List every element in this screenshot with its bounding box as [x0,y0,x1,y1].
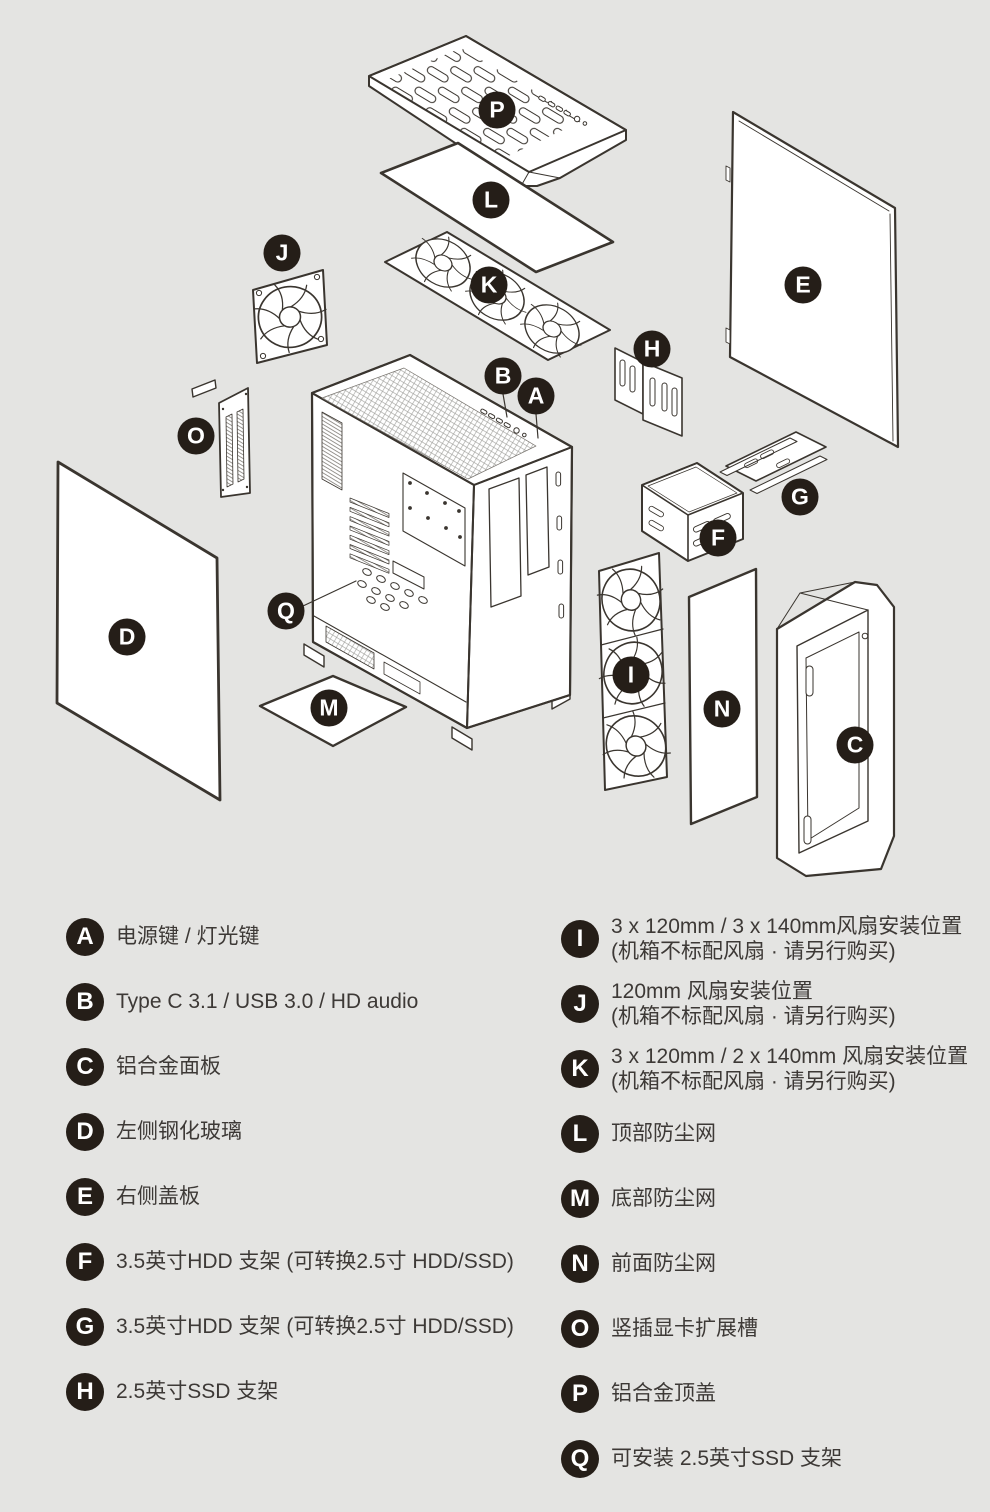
legend-item-P: P 铝合金顶盖 [561,1361,968,1426]
part-badge-O: O [177,417,215,455]
part-badge-D: D [108,618,146,656]
part-badge-L: L [472,181,510,219]
part-badge-M: M [310,689,348,727]
part-badge-H: H [633,330,671,368]
part-badge-N: N [703,690,741,728]
legend-label-J: 120mm 风扇安装位置(机箱不标配风扇 · 请另行购买) [611,979,896,1028]
legend-label-N: 前面防尘网 [611,1252,716,1275]
legend-column-left: A 电源键 / 灯光键 B Type C 3.1 / USB 3.0 / HD aud… [66,904,514,1424]
part-badge-F: F [699,519,737,557]
legend-label-C: 铝合金面板 [116,1055,221,1078]
part-badge-I: I [612,656,650,694]
legend-label-B: Type C 3.1 / USB 3.0 / HD audio [116,990,419,1013]
legend-label-L: 顶部防尘网 [611,1122,716,1145]
legend-badge-D: D [66,1112,104,1151]
part-badge-K: K [470,266,508,304]
legend-label-Q: 可安装 2.5英寸SSD 支架 [611,1447,843,1470]
legend-item-I: I 3 x 120mm / 3 x 140mm风扇安装位置(机箱不标配风扇 · 请… [561,906,968,971]
legend-item-J: J 120mm 风扇安装位置(机箱不标配风扇 · 请另行购买) [561,971,968,1036]
legend-item-E: E 右侧盖板 [66,1164,514,1229]
part-fan-120mm [249,269,334,364]
legend-item-Q: Q 可安装 2.5英寸SSD 支架 [561,1426,968,1491]
legend-column-right: I 3 x 120mm / 3 x 140mm风扇安装位置(机箱不标配风扇 · 请… [561,906,968,1491]
leader-lines [302,393,539,607]
legend-badge-A: A [66,917,104,956]
legend-label-M: 底部防尘网 [611,1187,716,1210]
legend-label-G: 3.5英寸HDD 支架 (可转换2.5寸 HDD/SSD) [116,1315,514,1338]
legend-badge-L: L [561,1114,599,1153]
legend-label-P: 铝合金顶盖 [611,1382,716,1405]
legend-label-A: 电源键 / 灯光键 [116,925,260,948]
part-hdd-tray [719,431,828,494]
part-front-panel [775,580,896,878]
legend-badge-I: I [561,919,599,958]
io-ports-row [480,408,527,438]
part-badge-B: B [484,357,522,395]
part-badge-E: E [784,266,822,304]
part-badge-A: A [517,377,555,415]
legend-item-D: D 左侧钢化玻璃 [66,1099,514,1164]
legend-item-M: M 底部防尘网 [561,1166,968,1231]
legend-item-K: K 3 x 120mm / 2 x 140mm 风扇安装位置(机箱不标配风扇 · … [561,1036,968,1101]
legend-label-E: 右侧盖板 [116,1185,200,1208]
legend-badge-F: F [66,1242,104,1281]
legend-label-H: 2.5英寸SSD 支架 [116,1380,279,1403]
legend-badge-P: P [561,1374,599,1413]
part-badge-J: J [263,234,301,272]
legend-badge-K: K [561,1049,599,1088]
part-badge-C: C [836,726,874,764]
part-chassis [303,353,574,751]
legend-item-G: G 3.5英寸HDD 支架 (可转换2.5寸 HDD/SSD) [66,1294,514,1359]
legend-label-I: 3 x 120mm / 3 x 140mm风扇安装位置(机箱不标配风扇 · 请另… [611,914,963,963]
legend-label-F: 3.5英寸HDD 支架 (可转换2.5寸 HDD/SSD) [116,1250,514,1273]
part-ssd-bracket [614,347,683,437]
part-vertical-gpu-bracket [191,379,251,498]
legend-badge-Q: Q [561,1439,599,1478]
part-badge-Q: Q [267,592,305,630]
part-badge-G: G [781,478,819,516]
legend-badge-H: H [66,1372,104,1411]
legend-badge-J: J [561,984,599,1023]
legend-item-O: O 竖插显卡扩展槽 [561,1296,968,1361]
legend-badge-G: G [66,1307,104,1346]
legend-item-A: A 电源键 / 灯光键 [66,904,514,969]
ssd-mount-holes [357,568,428,611]
legend-item-H: H 2.5英寸SSD 支架 [66,1359,514,1424]
legend-badge-C: C [66,1047,104,1086]
legend-badge-N: N [561,1244,599,1283]
legend-label-O: 竖插显卡扩展槽 [611,1317,758,1340]
legend-item-F: F 3.5英寸HDD 支架 (可转换2.5寸 HDD/SSD) [66,1229,514,1294]
legend-item-N: N 前面防尘网 [561,1231,968,1296]
legend-item-L: L 顶部防尘网 [561,1101,968,1166]
legend-badge-O: O [561,1309,599,1348]
legend-badge-E: E [66,1177,104,1216]
legend-label-K: 3 x 120mm / 2 x 140mm 风扇安装位置(机箱不标配风扇 · 请… [611,1044,969,1093]
legend-badge-B: B [66,982,104,1021]
legend-badge-M: M [561,1179,599,1218]
part-badge-P: P [478,91,516,129]
legend-label-D: 左侧钢化玻璃 [116,1120,242,1143]
legend-item-C: C 铝合金面板 [66,1034,514,1099]
legend-item-B: B Type C 3.1 / USB 3.0 / HD audio [66,969,514,1034]
